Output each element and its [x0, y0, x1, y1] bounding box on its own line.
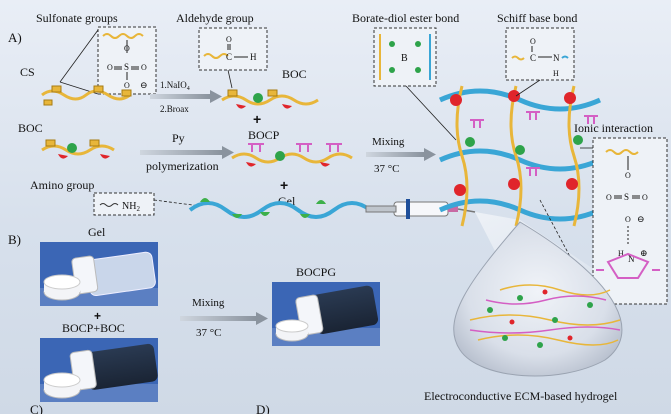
svg-text:H: H	[618, 249, 624, 258]
gel-photo-label: Gel	[88, 225, 106, 239]
plus-sign-2: +	[280, 177, 288, 193]
mixing-label-top: Mixing	[372, 136, 405, 148]
panel-label-b: B)	[8, 232, 21, 247]
hydrogel-label: Electroconductive ECM-based hydrogel	[424, 389, 618, 403]
gel-photo	[40, 242, 158, 306]
svg-text:S: S	[124, 62, 129, 72]
temp-label-bottom: 37 °C	[196, 327, 222, 339]
svg-text:H: H	[553, 69, 559, 78]
svg-text:1.NaIO4: 1.NaIO4	[160, 80, 190, 92]
sulfonate-groups-label: Sulfonate groups	[36, 11, 118, 25]
panel-label-c: C)	[30, 402, 43, 414]
ionic-interaction-label: Ionic interaction	[574, 121, 653, 135]
svg-text:B: B	[401, 53, 408, 64]
svg-text:O: O	[625, 171, 631, 180]
svg-text:O: O	[124, 44, 130, 53]
svg-text:C: C	[226, 52, 232, 62]
boc-left-label: BOC	[18, 121, 43, 135]
schiff-bond-label: Schiff base bond	[497, 11, 577, 25]
panel-label-d: D)	[256, 402, 270, 414]
svg-text:O: O	[606, 193, 612, 202]
ionic-inset: O O S O O ⊖ H N ⊕	[592, 137, 668, 305]
step2-label: 2.Broax	[160, 104, 189, 114]
bocpg-label: BOCPG	[296, 265, 336, 279]
svg-text:⊖: ⊖	[140, 80, 148, 90]
svg-text:C: C	[530, 53, 536, 63]
svg-text:O: O	[141, 63, 147, 72]
borate-bond-label: Borate-diol ester bond	[352, 11, 459, 25]
svg-text:⊕: ⊕	[640, 248, 648, 258]
mixing-arrow-top	[366, 148, 436, 161]
svg-text:O: O	[124, 81, 130, 90]
plus-sign-1: +	[253, 111, 261, 127]
bocp-label: BOCP	[248, 128, 280, 142]
py-label: Py	[172, 131, 185, 145]
temp-label-top: 37 °C	[374, 163, 400, 175]
aldehyde-group-label: Aldehyde group	[176, 11, 254, 25]
boc-top-chain	[221, 89, 319, 109]
bocp-chain	[231, 143, 353, 167]
svg-text:O: O	[642, 193, 648, 202]
hydrogel-bubble	[453, 221, 623, 377]
aldehyde-inset: O C H	[198, 27, 268, 71]
gel-chain	[188, 198, 372, 219]
amino-group-label: Amino group	[30, 178, 94, 192]
svg-text:O: O	[107, 63, 113, 72]
schiff-inset: O C N H	[505, 27, 575, 81]
svg-text:O: O	[226, 35, 232, 44]
svg-text:⊖: ⊖	[637, 214, 645, 224]
hydrogel-network	[438, 85, 602, 227]
panel-label-a: A)	[8, 30, 22, 45]
svg-text:NH2: NH2	[122, 201, 140, 213]
polymerization-arrow	[140, 146, 234, 159]
boc-top-label: BOC	[282, 67, 307, 81]
svg-text:S: S	[624, 192, 629, 202]
bocp-boc-label: BOCP+BOC	[62, 321, 125, 335]
syringe	[365, 199, 476, 219]
svg-text:O: O	[530, 37, 536, 46]
polymerization-label: polymerization	[146, 159, 219, 173]
svg-text:N: N	[628, 254, 635, 264]
bocp-boc-photo	[40, 338, 158, 402]
sulfonate-inset: O O S O O ⊖	[97, 26, 157, 95]
svg-text:O: O	[625, 215, 631, 224]
plus-sign-3: +	[94, 309, 101, 323]
cs-chain	[41, 85, 132, 106]
oxidation-arrow	[150, 90, 222, 103]
svg-text:N: N	[553, 53, 560, 63]
amino-inset: NH2	[93, 192, 155, 216]
mixing-label-bottom: Mixing	[192, 297, 225, 309]
boc-left-chain	[41, 139, 115, 159]
mixing-arrow-bottom	[180, 312, 268, 325]
cs-label: CS	[20, 65, 35, 79]
svg-text:H: H	[250, 52, 257, 62]
bocpg-photo	[272, 282, 380, 346]
borate-inset: B	[373, 27, 437, 87]
